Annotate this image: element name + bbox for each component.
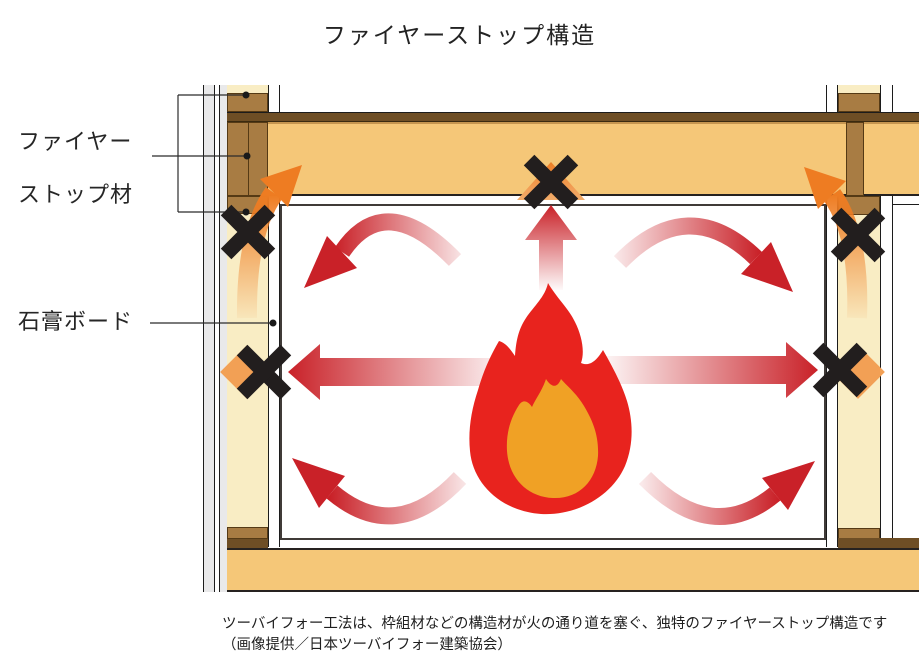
caption: ツーバイフォー工法は、枠組材などの構造材が火の通り道を塞ぐ、独特のファイヤースト… [222, 614, 917, 656]
right-wall-board-left [826, 196, 838, 547]
exterior-siding-outer [203, 85, 215, 592]
adjacent-room-ceiling-line [893, 204, 919, 205]
label-firestop-line1: ファイヤー [18, 129, 133, 154]
firestop-blocking-floor-left-a [227, 122, 249, 196]
firestop-block-upper-left [227, 93, 268, 112]
label-firestop-line2: ストップ材 [18, 182, 134, 207]
floor-joist-band [268, 122, 919, 196]
room-interior [280, 204, 826, 540]
right-wall-upper-board-right [880, 85, 893, 112]
caption-line1: ツーバイフォー工法は、枠組材などの構造材が火の通り道を塞ぐ、独特のファイヤースト… [222, 616, 888, 632]
floor-blocking-right [846, 122, 864, 196]
top-plate-left [227, 196, 268, 214]
firestop-blocking-floor-left-b [248, 122, 268, 196]
page-title: ファイヤーストップ構造 [322, 22, 597, 48]
right-wall-upper-board-left [826, 85, 838, 112]
caption-line2: （画像提供／日本ツーバイフォー建築協会） [222, 637, 512, 654]
right-wall-cavity [838, 196, 880, 547]
right-wall-board-right [880, 196, 893, 547]
subfloor-beam [227, 112, 919, 122]
bottom-plate-left [227, 527, 268, 539]
label-gypsum-board: 石膏ボード [18, 309, 134, 334]
firestop-block-upper-right [838, 93, 880, 112]
subfloor-right-base [838, 538, 919, 548]
sole-plate-left [227, 539, 268, 548]
top-plate-right [838, 196, 880, 215]
bottom-floor-band [227, 548, 919, 592]
